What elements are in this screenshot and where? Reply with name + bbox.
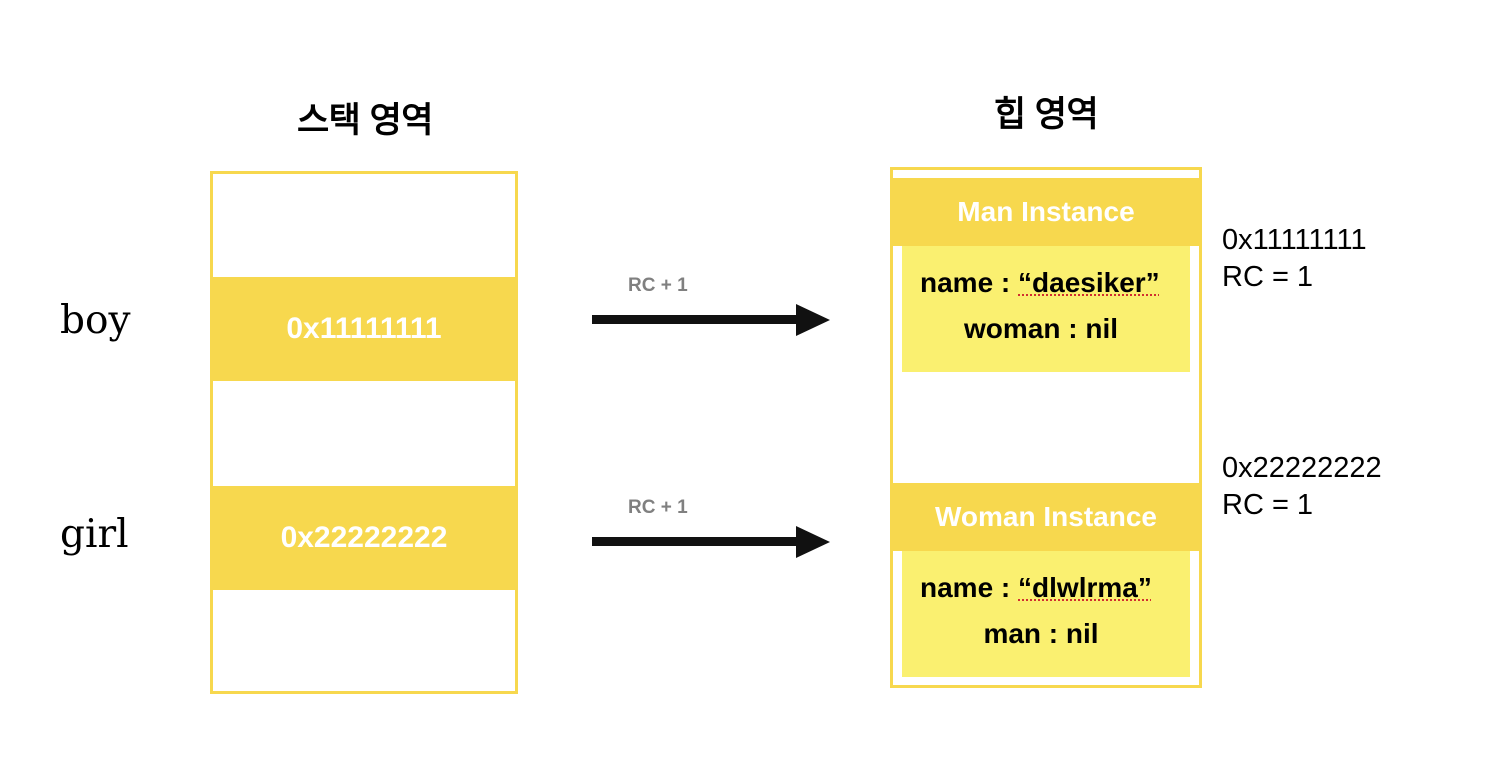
instance-field-name: name : “dlwlrma”	[902, 565, 1190, 611]
variable-label-boy: boy	[60, 298, 131, 343]
arrow-shaft-icon	[592, 315, 800, 324]
instance-body-man: name : “daesiker” woman : nil	[902, 246, 1190, 372]
instance-field-name: name : “daesiker”	[902, 260, 1190, 306]
arrow-label-rc-increment: RC + 1	[628, 497, 688, 518]
stack-memory-box: 0x11111111 0x22222222	[210, 171, 518, 694]
stack-slot-girl: 0x22222222	[213, 486, 515, 590]
instance-field-man: man : nil	[983, 618, 1099, 649]
stack-slot-empty	[213, 174, 515, 277]
heap-memory-box: Man Instance name : “daesiker” woman : n…	[890, 167, 1202, 688]
stack-slot-empty	[213, 381, 515, 486]
heap-annotation-woman: 0x22222222 RC = 1	[1222, 450, 1382, 524]
heap-address-man: 0x11111111	[1222, 224, 1367, 256]
reference-arrow-boy: RC + 1	[592, 275, 832, 345]
instance-header-woman: Woman Instance	[893, 483, 1199, 551]
field-value-misspelled: “daesiker”	[1018, 267, 1160, 298]
stack-slot-boy: 0x11111111	[213, 277, 515, 381]
heap-refcount-woman: RC = 1	[1222, 489, 1314, 522]
stack-slot-empty	[213, 590, 515, 691]
reference-arrow-girl: RC + 1	[592, 497, 832, 567]
heap-instance-man: Man Instance name : “daesiker” woman : n…	[893, 178, 1199, 372]
arrow-head-icon	[796, 304, 830, 336]
stack-slot-address: 0x22222222	[280, 521, 448, 554]
field-value-misspelled: “dlwlrma”	[1018, 572, 1152, 603]
field-key: name :	[920, 267, 1019, 298]
arrow-head-icon	[796, 526, 830, 558]
arrow-label-rc-increment: RC + 1	[628, 275, 688, 296]
heap-address-woman: 0x22222222	[1222, 452, 1382, 484]
arrow-shaft-icon	[592, 537, 800, 546]
stack-section-title: 스택 영역	[296, 101, 434, 140]
heap-refcount-man: RC = 1	[1222, 261, 1314, 294]
instance-header-man: Man Instance	[893, 178, 1199, 246]
heap-instance-woman: Woman Instance name : “dlwlrma” man : ni…	[893, 483, 1199, 677]
heap-section-title: 힙 영역	[993, 95, 1099, 134]
instance-body-woman: name : “dlwlrma” man : nil	[902, 551, 1190, 677]
variable-label-girl: girl	[60, 512, 129, 557]
stack-slot-address: 0x11111111	[286, 312, 442, 345]
heap-annotation-man: 0x11111111 RC = 1	[1222, 222, 1367, 296]
instance-field-woman: woman : nil	[964, 313, 1118, 344]
field-key: name :	[920, 572, 1019, 603]
